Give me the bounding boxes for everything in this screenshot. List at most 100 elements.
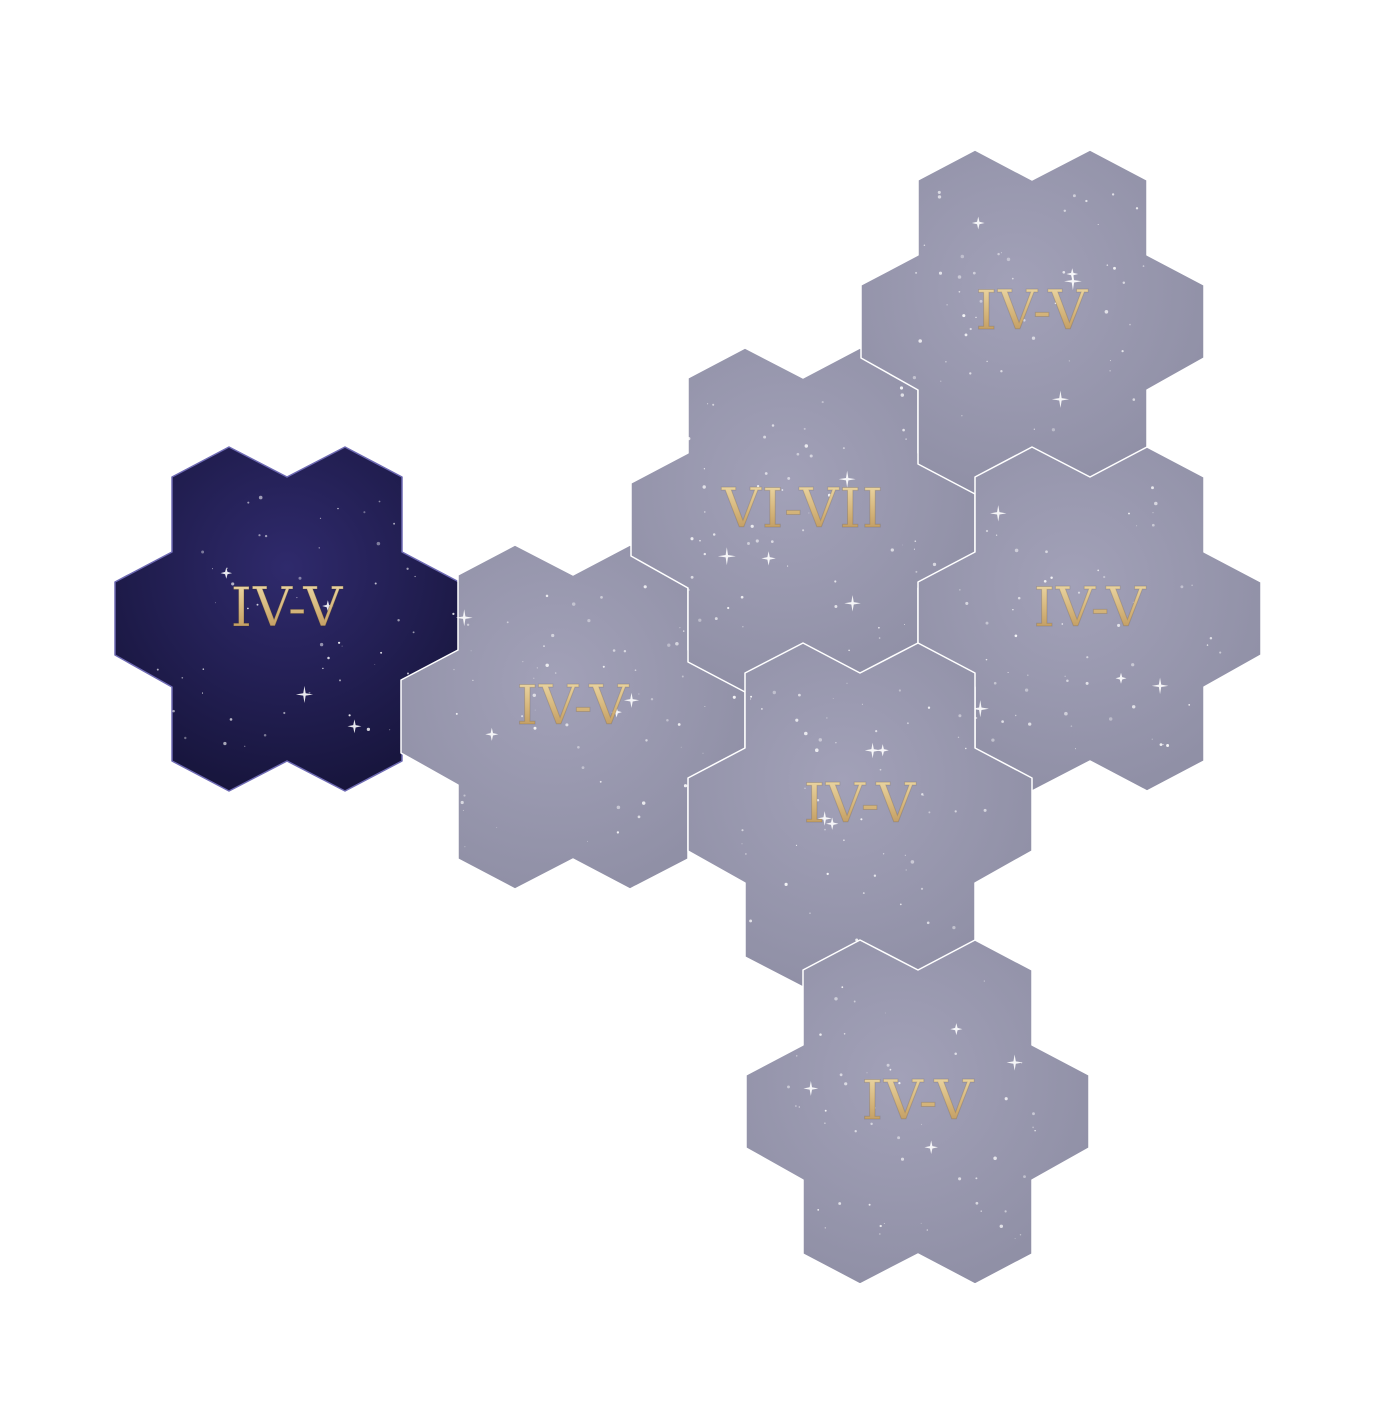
star-dot xyxy=(1156,223,1160,227)
star-dot xyxy=(1154,501,1158,506)
star-dot xyxy=(787,565,789,567)
star-dot xyxy=(667,643,671,647)
star-dot xyxy=(763,435,767,439)
star-dot xyxy=(1014,1237,1016,1239)
star-dot xyxy=(809,454,813,458)
star-dot xyxy=(1151,523,1155,527)
star-dot xyxy=(954,810,957,813)
star-dot xyxy=(163,491,165,493)
star-dot xyxy=(215,602,217,604)
star-dot xyxy=(1031,336,1036,340)
star-dot xyxy=(843,839,845,842)
star-dot xyxy=(1033,428,1035,430)
star-dot xyxy=(1012,609,1014,611)
star-dot xyxy=(571,602,576,606)
star-dot xyxy=(247,501,250,504)
star-dot xyxy=(985,621,989,625)
star-dot xyxy=(318,547,320,549)
star-dot xyxy=(201,692,204,694)
star-dot xyxy=(957,275,962,279)
level-tile-iv-v-locked[interactable]: IV-V xyxy=(745,939,1090,1285)
level-tile-iv-v-active[interactable]: IV-V xyxy=(114,446,460,792)
star-dot xyxy=(945,360,947,363)
star-dot xyxy=(905,438,907,440)
level-tile-iv-v-locked[interactable]: IV-V xyxy=(687,642,1033,988)
star-dot xyxy=(798,693,801,697)
star-dot xyxy=(975,1177,978,1180)
star-dot xyxy=(1054,302,1057,305)
sparkle-star-icon xyxy=(623,692,640,708)
star-dot xyxy=(834,580,837,583)
star-dot xyxy=(900,393,905,397)
star-dot xyxy=(983,980,985,982)
sparkle-star-icon xyxy=(322,600,334,612)
star-dot xyxy=(866,1072,868,1074)
star-dot xyxy=(741,912,744,915)
star-dot xyxy=(1129,323,1131,326)
star-dot xyxy=(986,360,988,363)
star-dot xyxy=(264,534,268,538)
star-dot xyxy=(1063,209,1067,213)
star-dot xyxy=(999,1224,1004,1229)
star-dot xyxy=(1085,199,1088,203)
star-dot xyxy=(972,271,976,275)
star-dot xyxy=(406,567,409,570)
star-dot xyxy=(1062,270,1066,274)
star-dot xyxy=(1086,656,1089,659)
star-dot xyxy=(1142,265,1145,267)
star-dot xyxy=(839,1073,843,1077)
star-dot xyxy=(969,327,972,331)
star-dot xyxy=(997,252,1000,256)
level-tile-vi-vii-locked[interactable]: VI-VII xyxy=(630,347,976,693)
level-tile-iv-v-locked[interactable]: IV-V xyxy=(860,149,1205,495)
star-dot xyxy=(414,575,416,578)
star-dot xyxy=(466,623,470,627)
star-dot xyxy=(1117,623,1121,627)
star-dot xyxy=(787,476,791,480)
star-dot xyxy=(162,717,164,719)
star-dot xyxy=(761,708,763,710)
level-tile-iv-v-locked[interactable]: IV-V xyxy=(917,446,1262,792)
star-dot xyxy=(683,784,688,788)
star-dot xyxy=(846,682,848,684)
star-dot xyxy=(1097,223,1099,226)
star-dot xyxy=(681,675,684,678)
star-dot xyxy=(824,1122,826,1125)
sparkle-star-icon xyxy=(1051,390,1070,408)
star-dot xyxy=(163,515,166,518)
sparkle-star-icon xyxy=(1115,672,1127,684)
star-dot xyxy=(923,795,925,796)
level-tile-iv-v-locked[interactable]: IV-V xyxy=(400,544,746,890)
star-dot xyxy=(682,630,685,632)
star-dot xyxy=(827,493,831,497)
star-dot xyxy=(470,650,472,652)
star-dot xyxy=(860,818,863,821)
star-dot xyxy=(832,698,834,699)
sparkle-star-icon xyxy=(971,216,985,230)
star-dot xyxy=(1050,576,1053,579)
sparkle-star-icon xyxy=(611,706,622,718)
star-dot xyxy=(666,719,669,722)
star-dot xyxy=(920,1222,922,1224)
star-dot xyxy=(308,691,311,694)
star-dot xyxy=(961,415,963,417)
star-dot xyxy=(826,717,828,719)
star-dot xyxy=(969,1080,970,1082)
star-dot xyxy=(380,651,383,654)
sparkle-star-icon xyxy=(717,547,736,566)
star-dot xyxy=(1064,675,1066,677)
star-dot xyxy=(932,562,937,567)
level-label: VI-VII xyxy=(721,477,884,540)
star-dot xyxy=(164,734,167,737)
star-dot xyxy=(906,722,909,725)
star-dot xyxy=(803,427,806,430)
star-dot xyxy=(1162,743,1164,746)
star-dot xyxy=(1019,1234,1022,1236)
star-dot xyxy=(587,619,591,623)
star-dot xyxy=(680,746,682,748)
star-dot xyxy=(841,986,844,989)
star-dot xyxy=(844,1082,848,1086)
star-dot xyxy=(1034,1130,1036,1132)
star-dot xyxy=(181,676,184,679)
star-dot xyxy=(975,1201,979,1205)
